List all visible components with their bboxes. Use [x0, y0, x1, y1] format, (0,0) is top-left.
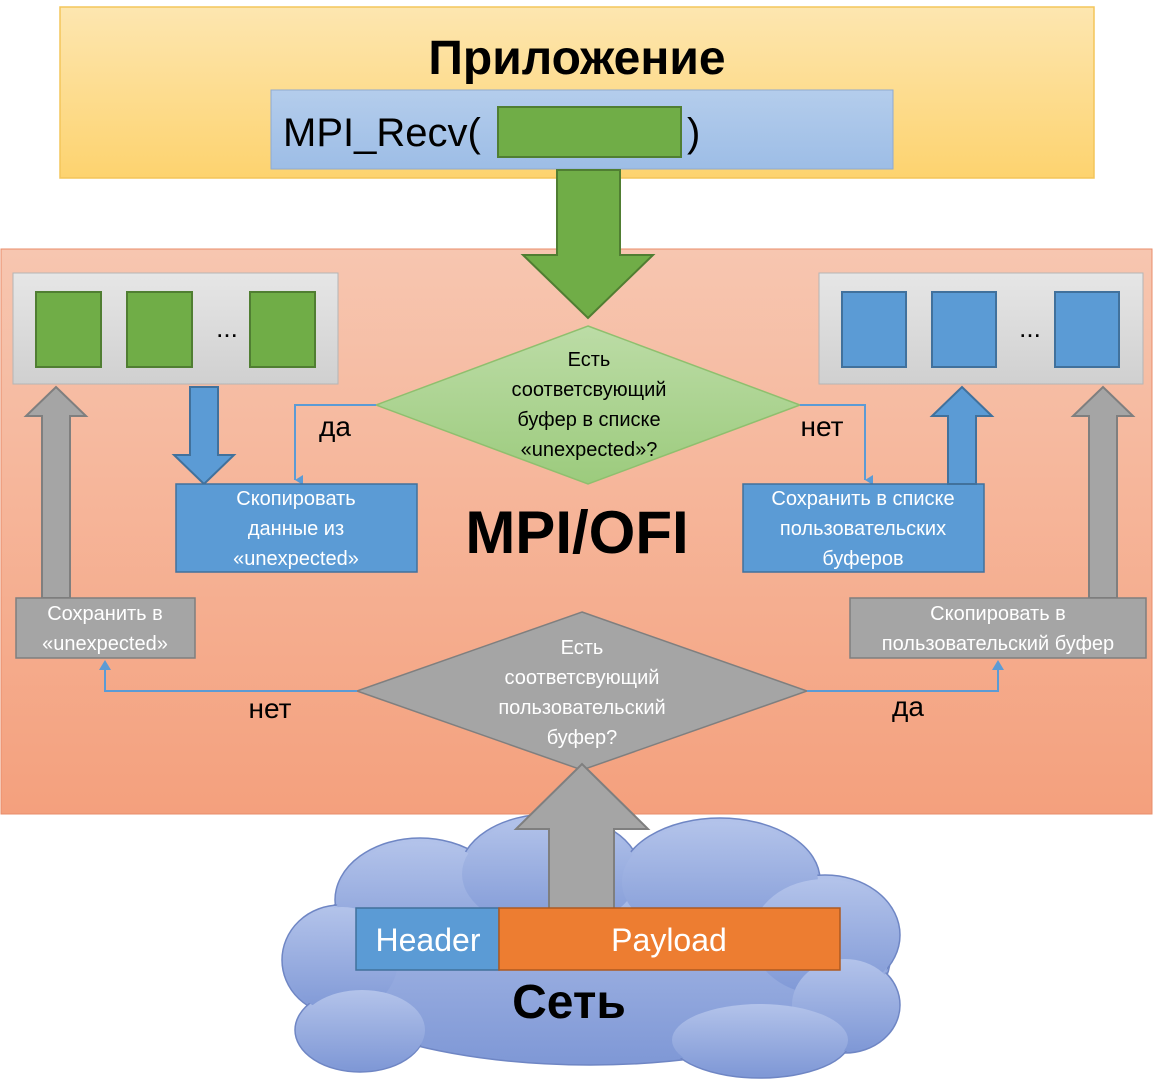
save-to-user-list-line-1: Сохранить в списке: [771, 488, 954, 510]
packet-header-label: Header: [376, 922, 481, 958]
top-decision-line-1: Есть: [568, 349, 611, 371]
save-to-unexpected-box: [15, 597, 196, 659]
save-to-user-list-line-2: пользовательских: [780, 518, 946, 540]
save-to-unexpected-line-1: Сохранить в: [47, 603, 163, 625]
copy-to-user-buffer: Скопировать в пользовательский буфер: [849, 597, 1147, 659]
top-yes-connector: [294, 404, 376, 485]
save-to-user-list-line-3: буферов: [822, 548, 903, 570]
recv-buffer-slot: [497, 106, 682, 158]
bottom-decision-line-4: буфер?: [547, 727, 618, 749]
top-no-label: нет: [801, 411, 844, 442]
bottom-decision-line-1: Есть: [561, 637, 604, 659]
save-to-user-list-box: [742, 483, 985, 573]
copy-from-unexpected-box: [175, 483, 418, 573]
save-to-user-list: Сохранить в списке пользовательских буфе…: [742, 483, 985, 573]
bottom-yes-arrowhead: [992, 660, 1004, 670]
unexpected-queue-ellipsis: ...: [216, 313, 238, 343]
copy-from-unexpected-line-3: «unexpected»: [233, 548, 359, 570]
copy-to-user-buffer-up-arrow: [1070, 385, 1136, 599]
mpi-recv-call-suffix: ): [687, 111, 700, 155]
copy-from-unexpected-line-2: данные из: [248, 518, 344, 540]
application-layer: Приложение MPI_Recv( ): [59, 6, 1095, 179]
bottom-yes-connector: [807, 664, 999, 692]
save-to-unexpected-line-2: «unexpected»: [42, 633, 168, 655]
user-buffers-ellipsis: ...: [1019, 313, 1041, 343]
packet-header: [355, 907, 500, 971]
bottom-decision-line-3: пользовательский: [498, 697, 665, 719]
copy-to-user-buffer-box: [849, 597, 1147, 659]
copy-from-unexpected-line-1: Скопировать: [236, 488, 355, 510]
top-decision-line-4: «unexpected»?: [521, 439, 658, 461]
unexpected-message-1: [35, 291, 102, 368]
top-decision-line-2: соответсвующий: [512, 379, 667, 401]
network-up-arrow: [513, 762, 651, 911]
copy-to-user-buffer-line-1: Скопировать в: [930, 603, 1066, 625]
unexpected-message-2: [126, 291, 193, 368]
copy-to-user-buffer-line-2: пользовательский буфер: [882, 633, 1114, 655]
unexpected-message-n: [249, 291, 316, 368]
network-layer: Header Payload Сеть: [281, 762, 901, 1079]
bottom-no-connector: [104, 664, 357, 692]
save-to-user-buffers-arrow: [929, 385, 995, 485]
user-buffer-n: [1054, 291, 1120, 368]
bottom-no-label: нет: [249, 693, 292, 724]
copy-from-unexpected: Скопировать данные из «unexpected»: [175, 483, 418, 573]
bottom-decision-line-2: соответсвующий: [505, 667, 660, 689]
packet-payload: [498, 907, 841, 971]
save-to-unexpected-up-arrow: [23, 385, 89, 599]
mpi-recv-call-prefix: MPI_Recv(: [283, 111, 481, 155]
mpi-ofi-layer: ... ... Есть соответсвующий буфер в спис…: [0, 169, 1153, 815]
unexpected-queue: ...: [12, 272, 339, 385]
user-buffer-1: [841, 291, 907, 368]
top-decision: Есть соответсвующий буфер в списке «unex…: [373, 325, 803, 485]
bottom-yes-label: да: [892, 691, 924, 722]
user-buffer-2: [931, 291, 997, 368]
bottom-no-arrowhead: [99, 660, 111, 670]
user-buffers-queue: ...: [818, 272, 1144, 385]
network-title: Сеть: [512, 976, 626, 1029]
top-decision-line-3: буфер в списке: [517, 409, 660, 431]
packet-payload-label: Payload: [611, 922, 727, 958]
top-yes-label: да: [319, 411, 351, 442]
top-no-connector: [800, 404, 873, 485]
top-decision-diamond: [373, 325, 803, 485]
unexpected-to-copy-arrow: [171, 386, 237, 486]
save-to-unexpected: Сохранить в «unexpected»: [15, 597, 196, 659]
recv-down-arrow: [520, 169, 656, 320]
application-title: Приложение: [428, 32, 725, 85]
mpi-ofi-title: MPI/OFI: [465, 499, 688, 566]
